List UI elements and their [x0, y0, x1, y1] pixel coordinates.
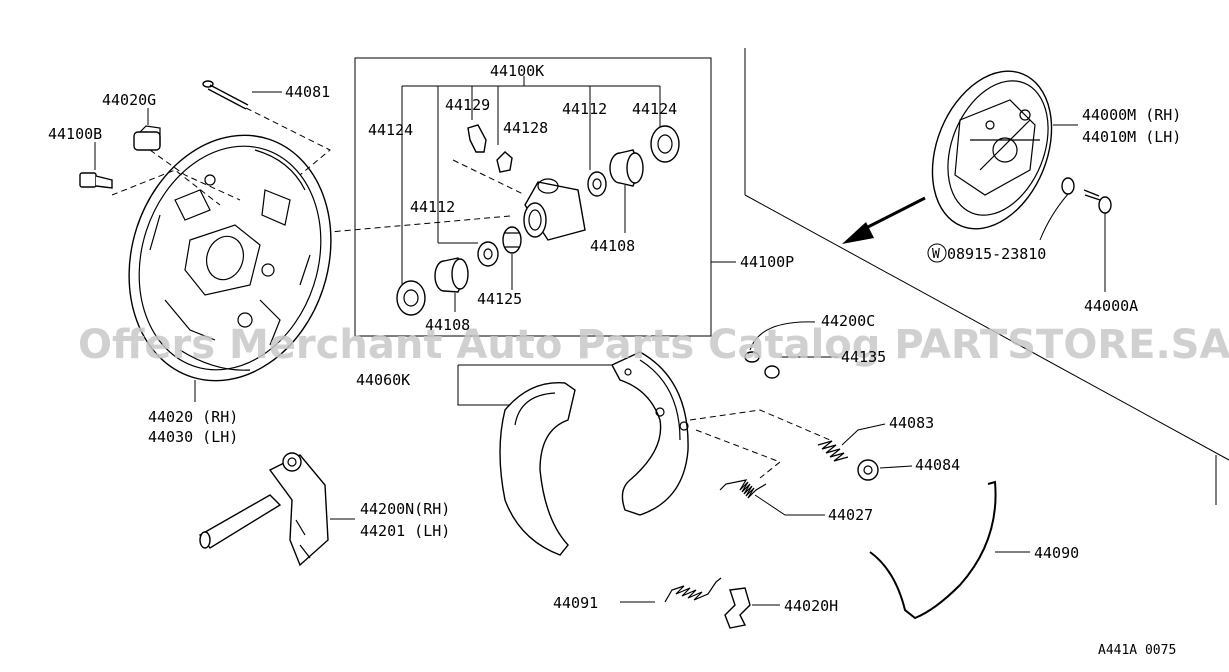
bleeder-screw-44129-part[interactable] [467, 124, 487, 153]
washer-symbol-icon: W [927, 243, 947, 263]
diagram-code: A441A 0075 [1098, 643, 1176, 658]
label-44020h: 44020H [784, 597, 838, 615]
label-08915-23810: 08915-23810 [947, 245, 1046, 263]
label-44020-rh: 44020 (RH) [148, 408, 238, 426]
label-44108-bottom: 44108 [425, 316, 470, 334]
label-44084: 44084 [915, 456, 960, 474]
piston-44108-left-part[interactable] [434, 257, 469, 293]
label-44125: 44125 [477, 290, 522, 308]
label-44027: 44027 [828, 506, 873, 524]
label-44000m-rh: 44000M (RH) [1082, 106, 1181, 124]
clip-44020g-part[interactable] [133, 125, 161, 151]
spring-44027-part[interactable] [719, 479, 767, 499]
wheel-cylinder-group-box [354, 57, 712, 337]
label-44112-top: 44112 [562, 100, 607, 118]
direction-arrow-icon [842, 196, 926, 244]
piston-44108-right-part[interactable] [609, 149, 644, 187]
clip-44020h-part[interactable] [724, 587, 751, 629]
spring-44091-part[interactable] [664, 577, 722, 603]
label-44200c: 44200C [821, 312, 875, 330]
washer-symbol-letter: W [932, 247, 940, 262]
piston-cup-44112-right-part[interactable] [587, 171, 607, 197]
label-44020g: 44020G [102, 91, 156, 109]
label-44081: 44081 [285, 83, 330, 101]
brake-shoe-rear-part[interactable] [611, 351, 689, 516]
label-44128: 44128 [503, 119, 548, 137]
retainer-44084-part[interactable] [857, 459, 879, 481]
label-44201-lh: 44201 (LH) [360, 522, 450, 540]
label-44100k: 44100K [490, 62, 544, 80]
brake-shoe-front-part[interactable] [499, 382, 576, 556]
spring-44125-part[interactable] [502, 226, 522, 254]
adjuster-44200c-part[interactable] [744, 351, 780, 379]
bolt-44100b-part[interactable] [79, 172, 113, 189]
cap-44128-part[interactable] [496, 151, 513, 173]
label-44108-right: 44108 [590, 237, 635, 255]
label-44124-left: 44124 [368, 121, 413, 139]
label-44112-mid: 44112 [410, 198, 455, 216]
label-44030-lh: 44030 (LH) [148, 428, 238, 446]
label-44083: 44083 [889, 414, 934, 432]
bolt-44081-part[interactable] [202, 80, 249, 110]
label-44060k: 44060K [356, 371, 410, 389]
label-44010m-lh: 44010M (LH) [1082, 128, 1181, 146]
label-44000a: 44000A [1084, 297, 1138, 315]
back-plate-part[interactable] [98, 109, 362, 407]
label-44091: 44091 [553, 594, 598, 612]
label-44129: 44129 [445, 96, 490, 114]
label-44200n-rh: 44200N(RH) [360, 500, 450, 518]
washer-08915-part[interactable] [1061, 177, 1075, 195]
parking-lever-44200n-part[interactable] [198, 452, 329, 567]
label-44124-right: 44124 [632, 100, 677, 118]
boot-44124-right-part[interactable] [650, 125, 680, 163]
spring-44083-part[interactable] [817, 440, 849, 462]
brake-assembly-44000m-part[interactable] [910, 53, 1073, 246]
label-44100p: 44100P [740, 253, 794, 271]
label-44090: 44090 [1034, 544, 1079, 562]
boot-44124-left-part[interactable] [396, 280, 426, 316]
label-44100b: 44100B [48, 125, 102, 143]
cable-44090-part[interactable] [869, 480, 997, 620]
wheel-cylinder-body-part[interactable] [523, 178, 586, 241]
piston-cup-44112-left-part[interactable] [477, 241, 499, 267]
watermark-text: Offers Merchant Auto Parts Catalog PARTS… [78, 322, 1229, 368]
label-44135: 44135 [841, 348, 886, 366]
bolt-44000a-part[interactable] [1083, 189, 1112, 214]
